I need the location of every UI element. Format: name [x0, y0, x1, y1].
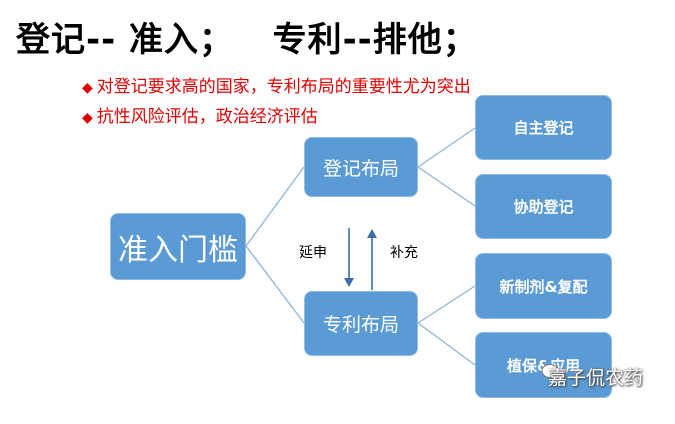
bullet-1: ◆对登记要求高的国家，专利布局的重要性尤为突出 [82, 77, 471, 97]
node-patent: 专利布局 [304, 291, 418, 356]
node-new-formulation: 新制剂&复配 [475, 253, 612, 319]
bullet-2: ◆抗性风险评估，政治经济评估 [82, 107, 318, 127]
watermark: 嘉子侃农药 [548, 367, 644, 389]
label-supplement: 补充 [390, 245, 418, 261]
label-extend: 延申 [299, 245, 327, 261]
wechat-icon [541, 364, 566, 382]
node-crop-protection: 植保&应用 [475, 332, 612, 398]
node-root: 准入门槛 [110, 213, 246, 280]
slide-title: 登记-- 准入； 专利--排他； [16, 20, 478, 60]
node-self-registration: 自主登记 [475, 95, 612, 160]
node-registration: 登记布局 [304, 137, 418, 197]
diamond-icon: ◆ [82, 110, 93, 126]
node-assist-registration: 协助登记 [475, 174, 612, 239]
diamond-icon: ◆ [82, 80, 93, 96]
